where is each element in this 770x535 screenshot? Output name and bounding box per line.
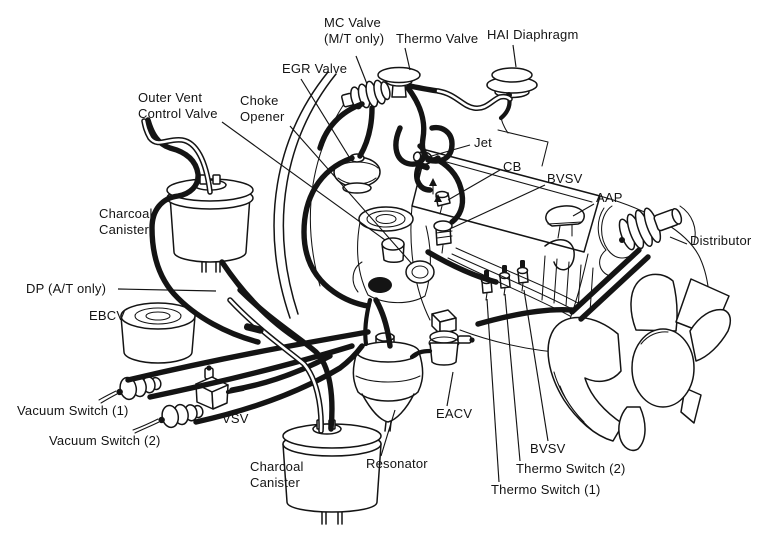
label-charcoal-canister-bottom: Charcoal Canister xyxy=(250,459,304,490)
ebcv-part xyxy=(120,302,196,364)
label-dp: DP (A/T only) xyxy=(26,281,107,296)
vacuum-switch-1-part xyxy=(98,375,162,404)
label-thermo-switch-1: Thermo Switch (1) xyxy=(491,482,601,497)
cooling-fan xyxy=(547,273,732,452)
label-eacv: EACV xyxy=(436,406,473,421)
vacuum-switch-2-part xyxy=(132,403,204,434)
label-hai-diaphragm: HAI Diaphragm xyxy=(487,27,579,42)
label-egr-valve: EGR Valve xyxy=(282,61,348,76)
label-outer-vent-control-valve: Outer Vent Control Valve xyxy=(138,90,218,121)
bvsv-upper-part xyxy=(433,220,453,254)
label-jet: Jet xyxy=(474,135,492,150)
choke-opener-part xyxy=(405,260,435,284)
label-distributor: Distributor xyxy=(690,233,752,248)
thermo-valve-part xyxy=(377,66,421,98)
label-vsv: VSV xyxy=(222,411,249,426)
aap-part xyxy=(545,205,585,239)
label-bvsv-upper: BVSV xyxy=(547,171,583,186)
eacv-part xyxy=(409,309,475,366)
label-cb: CB xyxy=(503,159,522,174)
label-thermo-switch-2: Thermo Switch (2) xyxy=(516,461,626,476)
label-thermo-valve: Thermo Valve xyxy=(396,31,479,46)
label-ebcv: EBCV xyxy=(89,308,126,323)
leader-lines xyxy=(117,44,688,483)
label-vacuum-switch-1: Vacuum Switch (1) xyxy=(17,403,129,418)
label-vacuum-switch-2: Vacuum Switch (2) xyxy=(49,433,161,448)
label-mc-valve: MC Valve (M/T only) xyxy=(324,15,385,46)
carburetor-part xyxy=(352,206,435,304)
wire-bundle xyxy=(447,247,581,317)
distributor-part xyxy=(601,205,696,259)
vacuum-hoses xyxy=(125,83,651,434)
label-resonator: Resonator xyxy=(366,456,428,471)
outer-vent-control-valve-part xyxy=(381,237,405,263)
egr-valve-part xyxy=(333,153,381,194)
label-bvsv-lower: BVSV xyxy=(530,441,566,456)
label-aap: AAP xyxy=(596,190,623,205)
label-choke-opener: Choke Opener xyxy=(240,93,285,124)
label-charcoal-canister-left: Charcoal Canister xyxy=(99,206,153,237)
